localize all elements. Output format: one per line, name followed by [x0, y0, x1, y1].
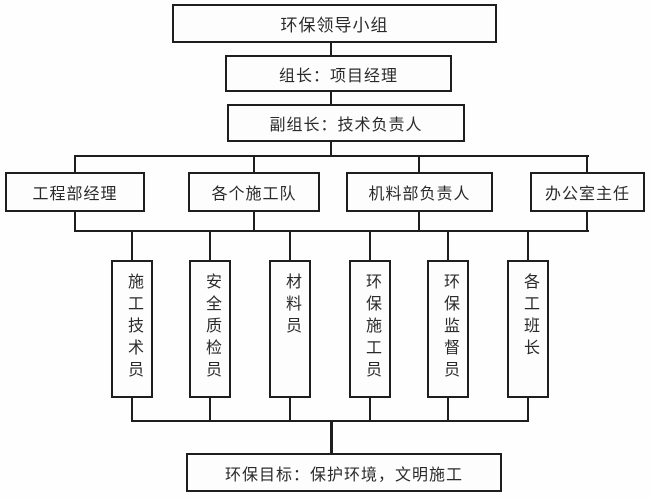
node-construction-technician: 施工技术员: [111, 260, 153, 398]
connector-staff5-up: [447, 230, 449, 260]
node-engineering-dept-manager: 工程部经理: [5, 172, 145, 212]
connector-deputy-down: [330, 142, 332, 155]
node-group-leader: 组长：项目经理: [225, 55, 452, 92]
node-shift-leaders: 各工班长: [507, 260, 549, 398]
connector-dept-hline-top: [74, 155, 589, 157]
connector-staff2-down: [209, 398, 211, 422]
connector-dept1-down: [74, 212, 76, 230]
connector-staff3-up: [289, 230, 291, 260]
connector-dept3-down: [418, 212, 420, 230]
node-env-goal: 环保目标：保护环境，文明施工: [186, 453, 502, 492]
connector-top-to-leader: [330, 43, 332, 55]
connector-staff2-up: [209, 230, 211, 260]
connector-dept-hline-bottom: [74, 230, 589, 232]
node-materials-clerk: 材料员: [269, 260, 311, 398]
node-deputy-group-leader: 副组长：技术负责人: [227, 104, 465, 142]
connector-staff5-down: [447, 398, 449, 422]
connector-to-goal: [330, 420, 333, 453]
connector-staff1-down: [131, 398, 133, 422]
node-env-leadership-group: 环保领导小组: [172, 4, 497, 43]
connector-leader-to-deputy: [330, 92, 332, 104]
node-office-director: 办公室主任: [530, 172, 645, 212]
connector-staff4-up: [369, 230, 371, 260]
connector-dept2-down: [253, 212, 255, 230]
node-safety-quality-inspector: 安全质检员: [189, 260, 231, 398]
node-env-supervisor: 环保监督员: [427, 260, 469, 398]
connector-staff3-down: [289, 398, 291, 422]
connector-staff6-up: [527, 230, 529, 260]
node-machinery-materials-head: 机料部负责人: [346, 172, 493, 212]
connector-staff6-down: [527, 398, 529, 422]
node-construction-teams: 各个施工队: [188, 172, 320, 212]
connector-staff4-down: [369, 398, 371, 422]
connector-dept4-up: [586, 155, 588, 172]
connector-dept3-up: [418, 155, 420, 172]
node-env-construction-worker: 环保施工员: [349, 260, 391, 398]
connector-dept1-up: [74, 155, 76, 172]
connector-dept4-down: [586, 212, 588, 230]
connector-dept2-up: [253, 155, 255, 172]
connector-staff1-up: [131, 230, 133, 260]
